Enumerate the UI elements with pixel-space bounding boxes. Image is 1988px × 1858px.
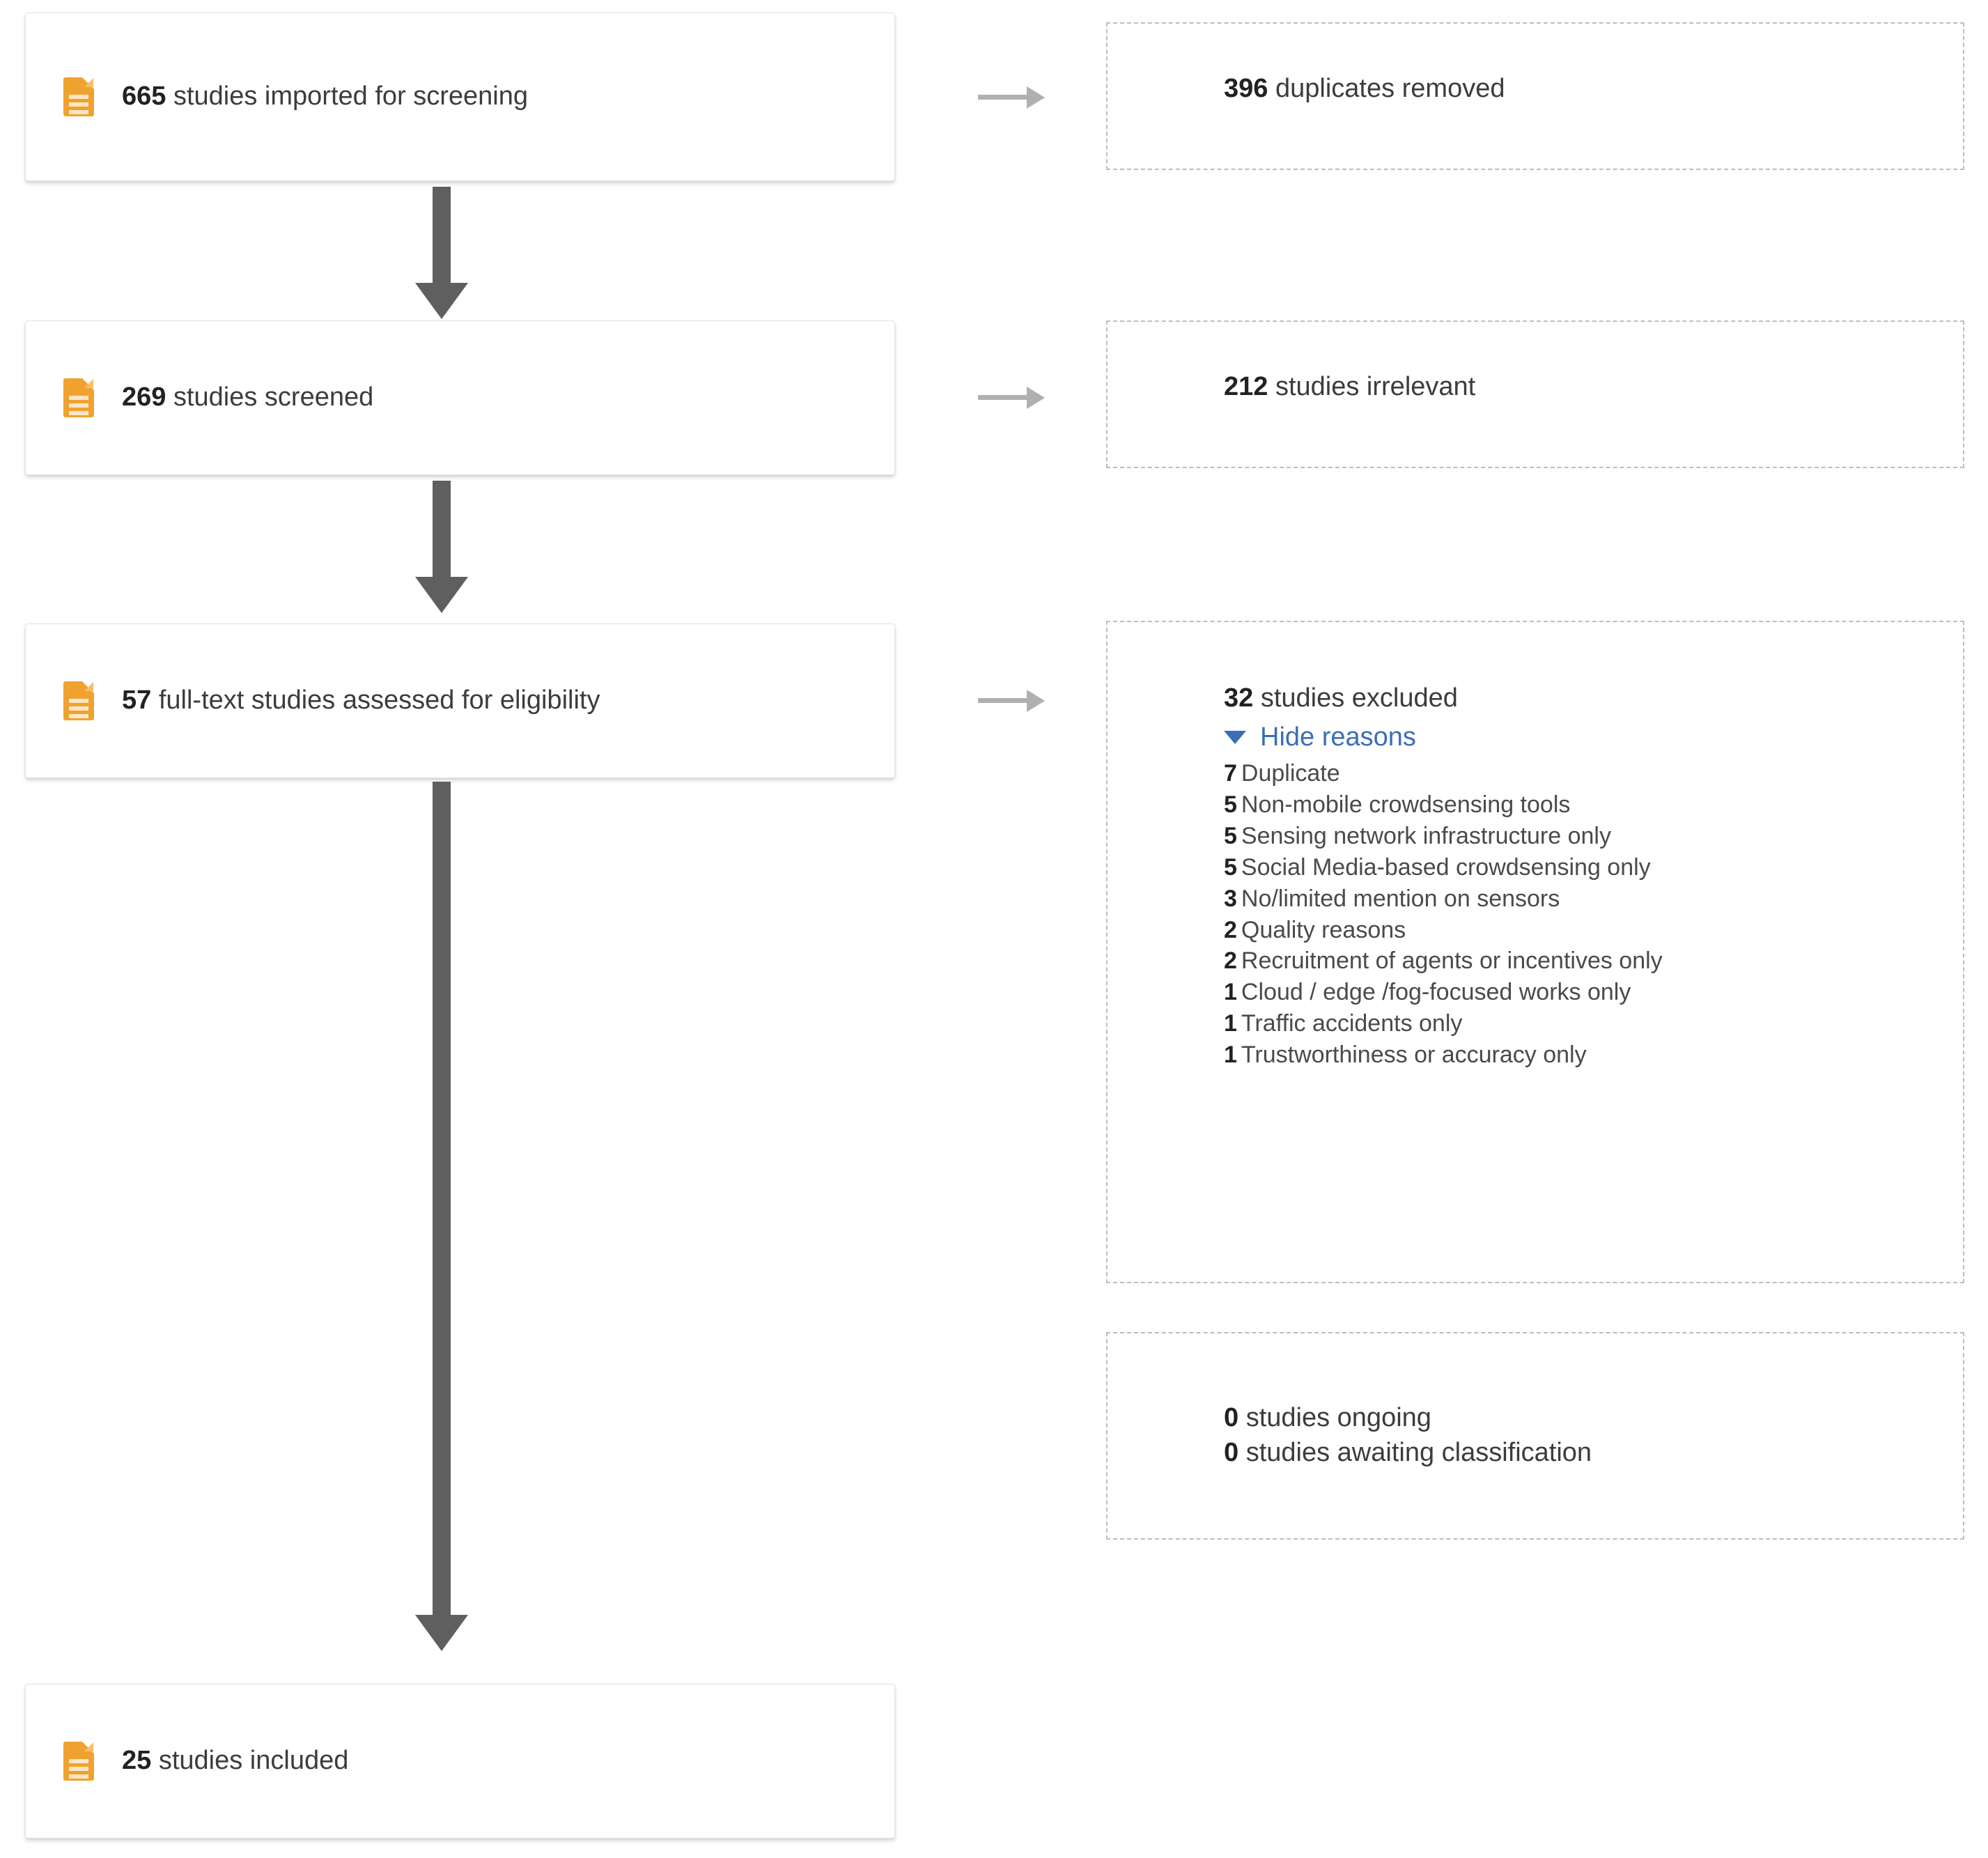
reason-count: 5 bbox=[1224, 791, 1237, 819]
flow-arrow-down-1 bbox=[415, 187, 468, 319]
stage-count: 57 bbox=[122, 686, 152, 715]
stage-count: 665 bbox=[122, 82, 166, 111]
stage-label: studies imported for screening bbox=[173, 82, 528, 111]
reason-count: 2 bbox=[1224, 916, 1237, 943]
stage-card-content: 269 studies screened bbox=[63, 378, 373, 417]
status-label: studies ongoing bbox=[1245, 1403, 1431, 1432]
status-line-awaiting: 0 studies awaiting classification bbox=[1224, 1435, 1963, 1470]
excluded-label: studies excluded bbox=[1260, 683, 1458, 713]
flow-arrow-right-1 bbox=[978, 84, 1045, 111]
stage-count: 269 bbox=[122, 382, 166, 412]
exclusion-box-irrelevant: 212 studies irrelevant bbox=[1106, 320, 1964, 468]
stage-card-text: 665 studies imported for screening bbox=[122, 80, 528, 114]
excluded-summary: 32 studies excluded bbox=[1224, 681, 1963, 715]
document-icon bbox=[63, 1742, 94, 1781]
stage-card-imported[interactable]: 665 studies imported for screening bbox=[25, 13, 895, 181]
status-line-ongoing: 0 studies ongoing bbox=[1224, 1400, 1963, 1435]
status-count: 0 bbox=[1224, 1403, 1239, 1432]
reason-count: 7 bbox=[1224, 760, 1237, 787]
hide-reasons-label: Hide reasons bbox=[1260, 722, 1416, 752]
hide-reasons-toggle[interactable]: Hide reasons bbox=[1224, 722, 1416, 752]
exclusion-count: 212 bbox=[1224, 372, 1268, 401]
excluded-count: 32 bbox=[1224, 683, 1254, 713]
reason-label: Trustworthiness or accuracy only bbox=[1241, 1042, 1587, 1069]
reason-label: Quality reasons bbox=[1241, 916, 1406, 943]
reason-label: No/limited mention on sensors bbox=[1241, 885, 1560, 912]
document-icon bbox=[63, 378, 94, 417]
flow-arrow-down-2 bbox=[415, 481, 468, 613]
exclusion-line: 396 duplicates removed bbox=[1224, 71, 1963, 106]
reason-label: Cloud / edge /fog-focused works only bbox=[1241, 979, 1631, 1006]
stage-label: studies screened bbox=[173, 382, 374, 412]
exclusion-box-duplicates: 396 duplicates removed bbox=[1106, 22, 1964, 170]
stage-card-content: 25 studies included bbox=[63, 1742, 348, 1781]
reason-label: Sensing network infrastructure only bbox=[1241, 822, 1611, 849]
stage-card-content: 57 full-text studies assessed for eligib… bbox=[63, 681, 600, 720]
exclusion-label: duplicates removed bbox=[1275, 74, 1505, 103]
reason-label: Traffic accidents only bbox=[1241, 1010, 1463, 1037]
stage-label: studies included bbox=[158, 1746, 349, 1776]
reason-count: 5 bbox=[1224, 853, 1237, 881]
stage-count: 25 bbox=[122, 1746, 152, 1776]
stage-card-text: 57 full-text studies assessed for eligib… bbox=[122, 684, 600, 718]
stage-card-screened[interactable]: 269 studies screened bbox=[25, 320, 895, 475]
reason-count: 1 bbox=[1224, 979, 1237, 1006]
reason-label: Duplicate bbox=[1241, 760, 1340, 787]
flow-arrow-down-3 bbox=[415, 782, 468, 1652]
reason-label: Recruitment of agents or incentives only bbox=[1241, 947, 1663, 975]
reason-label: Social Media-based crowdsensing only bbox=[1241, 853, 1651, 881]
stage-card-text: 25 studies included bbox=[122, 1744, 348, 1778]
status-label: studies awaiting classification bbox=[1245, 1438, 1592, 1468]
exclusion-box-content: 396 duplicates removed bbox=[1108, 24, 1963, 106]
exclusion-line: 212 studies irrelevant bbox=[1224, 369, 1963, 404]
caret-down-icon bbox=[1224, 731, 1246, 745]
document-icon bbox=[63, 681, 94, 720]
exclusion-label: studies irrelevant bbox=[1275, 372, 1476, 401]
exclusion-count: 396 bbox=[1224, 74, 1268, 103]
reason-count: 1 bbox=[1224, 1042, 1237, 1069]
stage-card-content: 665 studies imported for screening bbox=[63, 77, 528, 116]
document-icon bbox=[63, 77, 94, 116]
stage-card-text: 269 studies screened bbox=[122, 381, 373, 415]
reason-label: Non-mobile crowdsensing tools bbox=[1241, 791, 1571, 819]
exclusion-box-content: 212 studies irrelevant bbox=[1108, 322, 1963, 404]
reason-count: 3 bbox=[1224, 885, 1237, 912]
status-box-content: 0 studies ongoing 0 studies awaiting cla… bbox=[1108, 1333, 1963, 1470]
reason-count: 2 bbox=[1224, 947, 1237, 975]
status-box: 0 studies ongoing 0 studies awaiting cla… bbox=[1106, 1332, 1964, 1540]
stage-label: full-text studies assessed for eligibili… bbox=[158, 686, 600, 715]
stage-card-included[interactable]: 25 studies included bbox=[25, 1684, 895, 1838]
reason-count: 1 bbox=[1224, 1010, 1237, 1037]
status-count: 0 bbox=[1224, 1438, 1239, 1468]
flow-arrow-right-3 bbox=[978, 687, 1045, 715]
flow-arrow-right-2 bbox=[978, 384, 1045, 412]
reason-count: 5 bbox=[1224, 822, 1237, 849]
stage-card-fulltext[interactable]: 57 full-text studies assessed for eligib… bbox=[25, 624, 895, 778]
